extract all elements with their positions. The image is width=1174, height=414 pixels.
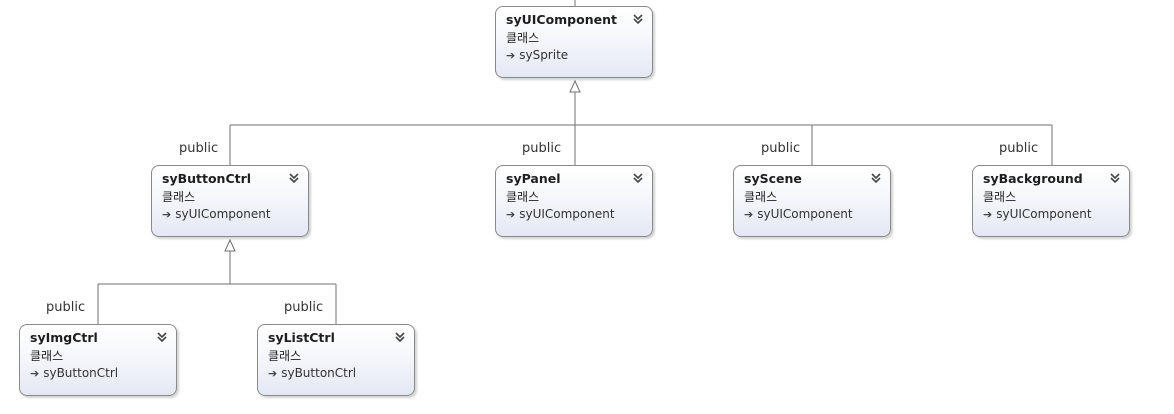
class-base: ➔syButtonCtrl <box>268 366 356 380</box>
class-base: ➔syUIComponent <box>983 207 1092 221</box>
class-kind: 클래스 <box>506 31 540 45</box>
class-box-syListCtrl[interactable]: syListCtrl 클래스 ➔syButtonCtrl <box>257 324 415 396</box>
arrow-right-icon: ➔ <box>30 367 40 380</box>
class-kind: 클래스 <box>744 190 778 204</box>
class-box-syPanel[interactable]: syPanel 클래스 ➔syUIComponent <box>495 165 653 237</box>
class-base-name: syUIComponent <box>519 207 615 221</box>
edge-label-syScene: public <box>761 141 801 156</box>
class-name: syPanel <box>506 171 561 186</box>
class-name: syButtonCtrl <box>162 171 252 186</box>
class-base: ➔syUIComponent <box>506 207 615 221</box>
arrow-right-icon: ➔ <box>506 49 516 62</box>
class-base: ➔sySprite <box>506 48 568 62</box>
edge-label-syButtonCtrl: public <box>179 141 219 156</box>
class-kind: 클래스 <box>506 190 540 204</box>
class-base-name: sySprite <box>519 48 569 62</box>
double-chevron-down-icon[interactable] <box>1108 171 1122 185</box>
class-base-name: syUIComponent <box>996 207 1092 221</box>
edge-label-syPanel: public <box>522 141 562 156</box>
arrow-right-icon: ➔ <box>162 208 172 221</box>
double-chevron-down-icon[interactable] <box>631 171 645 185</box>
class-kind: 클래스 <box>162 190 196 204</box>
arrow-right-icon: ➔ <box>268 367 278 380</box>
class-base-name: syButtonCtrl <box>43 366 119 380</box>
arrow-right-icon: ➔ <box>744 208 754 221</box>
class-base-name: syUIComponent <box>757 207 853 221</box>
class-kind: 클래스 <box>983 190 1017 204</box>
class-name: syScene <box>744 171 802 186</box>
double-chevron-down-icon[interactable] <box>869 171 883 185</box>
double-chevron-down-icon[interactable] <box>393 330 407 344</box>
class-base: ➔syButtonCtrl <box>30 366 118 380</box>
class-box-syUIComponent[interactable]: syUIComponent 클래스 ➔sySprite <box>495 6 653 78</box>
class-box-syButtonCtrl[interactable]: syButtonCtrl 클래스 ➔syUIComponent <box>151 165 309 237</box>
inheritance-arrowhead-syButtonCtrl <box>224 238 236 252</box>
class-base-name: syButtonCtrl <box>281 366 357 380</box>
class-name: syBackground <box>983 171 1083 186</box>
double-chevron-down-icon[interactable] <box>287 171 301 185</box>
class-box-syScene[interactable]: syScene 클래스 ➔syUIComponent <box>733 165 891 237</box>
class-name: syUIComponent <box>506 12 617 27</box>
edge-label-syBackground: public <box>999 141 1039 156</box>
class-box-syImgCtrl[interactable]: syImgCtrl 클래스 ➔syButtonCtrl <box>19 324 177 396</box>
edge-label-syListCtrl: public <box>284 300 324 315</box>
double-chevron-down-icon[interactable] <box>155 330 169 344</box>
class-base: ➔syUIComponent <box>162 207 271 221</box>
class-base-name: syUIComponent <box>175 207 271 221</box>
edge-label-syImgCtrl: public <box>46 300 86 315</box>
class-name: syImgCtrl <box>30 330 98 345</box>
arrow-right-icon: ➔ <box>983 208 993 221</box>
class-kind: 클래스 <box>268 349 302 363</box>
class-base: ➔syUIComponent <box>744 207 853 221</box>
class-name: syListCtrl <box>268 330 335 345</box>
class-kind: 클래스 <box>30 349 64 363</box>
inheritance-arrowhead-syUIComponent <box>569 79 581 93</box>
class-box-syBackground[interactable]: syBackground 클래스 ➔syUIComponent <box>972 165 1130 237</box>
double-chevron-down-icon[interactable] <box>631 12 645 26</box>
arrow-right-icon: ➔ <box>506 208 516 221</box>
